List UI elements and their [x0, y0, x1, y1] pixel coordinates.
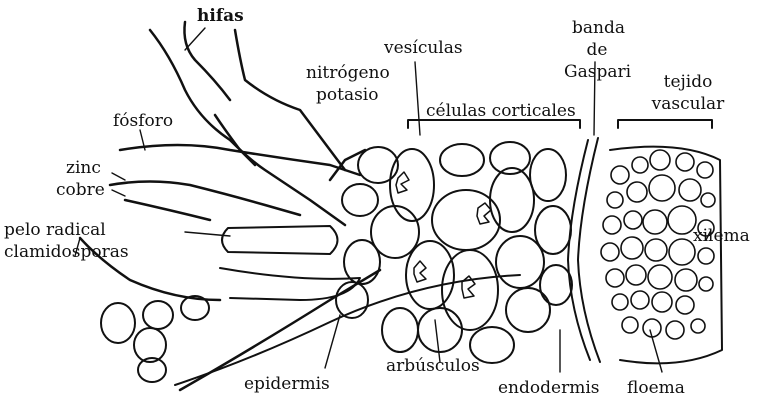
label-gaspari: Gaspari: [564, 64, 630, 81]
label-vascular: vascular: [650, 96, 726, 113]
cortical-cells: [336, 142, 572, 363]
label-banda: banda: [572, 20, 622, 37]
label-clamidosporas: clamidosporas: [4, 244, 129, 261]
vascular-bracket: [618, 120, 712, 128]
label-epidermis: epidermis: [244, 376, 330, 393]
label-endodermis: endodermis: [498, 380, 599, 397]
cortex-bracket: [408, 120, 580, 128]
label-arbusculos: arbúsculos: [386, 358, 480, 375]
label-celulas-corticales: células corticales: [426, 103, 576, 120]
label-floema: floema: [627, 380, 685, 397]
label-cobre: cobre: [56, 182, 105, 199]
label-tejido: tejido: [658, 74, 718, 91]
label-vesiculas: vesículas: [384, 40, 463, 57]
label-nitrogeno: nitrógeno: [306, 65, 390, 82]
label-hifas: hifas: [197, 8, 244, 25]
label-zinc: zinc: [66, 160, 101, 177]
root-hair: [222, 226, 338, 254]
label-pelo-radical: pelo radical: [4, 222, 106, 239]
label-de: de: [572, 42, 622, 59]
label-fosforo: fósforo: [113, 113, 173, 130]
chlamydospores: [101, 296, 209, 382]
label-xilema: xilema: [693, 228, 750, 245]
label-potasio: potasio: [316, 87, 378, 104]
